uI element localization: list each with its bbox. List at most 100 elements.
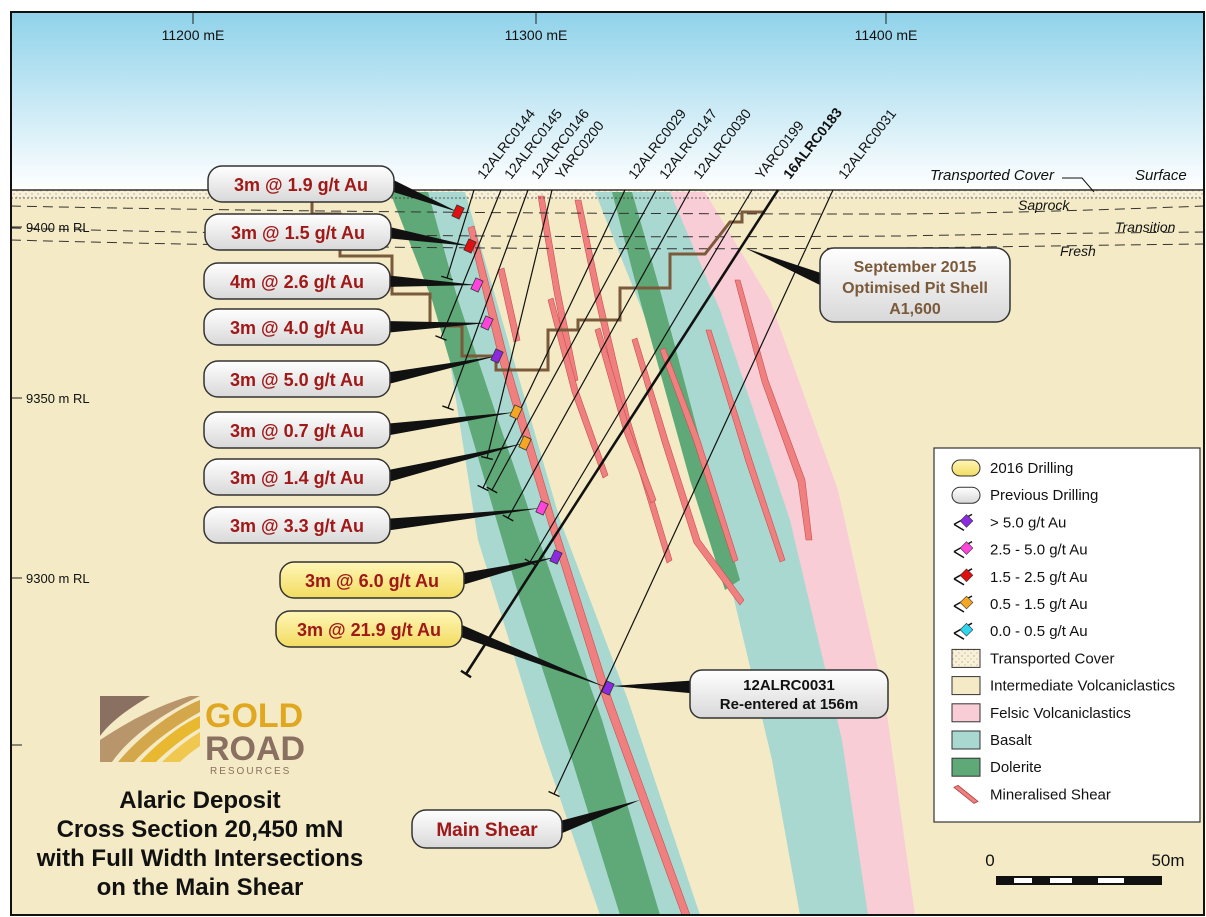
logo-mark-icon	[100, 696, 200, 762]
rl-label: 9400 m RL	[26, 220, 90, 235]
legend-label: Mineralised Shear	[990, 786, 1111, 803]
scale-bar-segment	[1014, 878, 1032, 883]
grade-marker-icon	[463, 238, 477, 254]
legend-label: Dolerite	[990, 759, 1042, 776]
intercept-callout-previous	[203, 411, 391, 449]
drillhole-end-tick	[481, 455, 493, 461]
shear-lens	[497, 267, 521, 343]
legend-hole-tick	[953, 632, 965, 640]
legend-label: 1.5 - 2.5 g/t Au	[990, 569, 1088, 586]
grade-marker-icon	[601, 680, 615, 696]
title-line2: Cross Section 20,450 mN	[57, 816, 344, 843]
legend-swatch	[951, 703, 981, 723]
main-shear-leader	[556, 800, 640, 834]
shear-lens	[594, 327, 657, 504]
title-line3: with Full Width Intersections	[36, 845, 363, 872]
legend-previous-drilling-swatch	[951, 486, 981, 504]
legend-swatch	[951, 730, 981, 750]
shear-lens	[705, 329, 786, 563]
pit-shell-line1: September 2015	[854, 259, 977, 276]
logo-word-gold: GOLD	[205, 697, 303, 735]
pit-shell-callout: September 2015 Optimised Pit Shell A1,60…	[745, 247, 1011, 323]
drillhole-trace	[464, 189, 780, 675]
drillhole-end-tick	[442, 405, 454, 411]
figure-title: Alaric Deposit Cross Section 20,450 mN w…	[36, 787, 363, 901]
intercept-label: 3m @ 1.5 g/t Au	[231, 223, 365, 243]
legend-swatch	[951, 648, 981, 668]
reentry-callout: 12ALRC0031 Re-entered at 156m	[612, 669, 889, 719]
logo-word-road: ROAD	[205, 730, 305, 768]
easting-label: 11300 mE	[505, 27, 568, 43]
intercept-leader	[385, 178, 458, 212]
shear-lens	[659, 347, 739, 563]
drillhole-end-tick	[460, 669, 472, 679]
legend-hole-tick	[953, 578, 965, 586]
legend-label: > 5.0 g/t Au	[990, 514, 1066, 531]
title-line1: Alaric Deposit	[119, 787, 280, 814]
shear-lens	[537, 195, 579, 383]
legend-grade-diamond-icon	[959, 541, 974, 555]
shear-lens	[631, 337, 745, 606]
scale-bar: 0 50m	[985, 851, 1185, 885]
scale-left-label: 0	[985, 851, 994, 870]
grade-marker-icon	[535, 500, 549, 516]
legend-label: Previous Drilling	[990, 487, 1098, 504]
intercept-callout-previous	[207, 165, 395, 203]
transition-label: Transition	[1115, 219, 1176, 235]
main-shear-box	[411, 809, 563, 849]
scale-bar-outline	[996, 876, 1162, 885]
drillhole-trace	[482, 189, 626, 489]
scale-bar-segment	[1050, 878, 1072, 883]
legend-hole-tick	[953, 605, 965, 613]
intercept-label: 3m @ 5.0 g/t Au	[230, 370, 364, 390]
drillhole-trace	[553, 189, 834, 795]
drillhole-trace	[491, 189, 657, 491]
intercept-callout-previous	[203, 458, 391, 496]
legend-label: 0.5 - 1.5 g/t Au	[990, 596, 1088, 613]
legend-hole-tick	[953, 523, 965, 532]
legend-grade-diamond-icon	[959, 622, 974, 637]
dolerite-band	[390, 192, 660, 915]
legend-hole-tick	[953, 550, 965, 559]
shear-lens	[734, 279, 813, 541]
drillhole-end-tick	[441, 275, 453, 281]
intercept-label: 3m @ 0.7 g/t Au	[230, 421, 364, 441]
legend-label: Basalt	[990, 732, 1033, 749]
legend-label: Felsic Volcaniclastics	[990, 705, 1131, 722]
shear-lens	[547, 297, 609, 479]
saprock-boundary	[10, 205, 1205, 215]
drillhole-end-tick	[486, 486, 498, 494]
reentry-line2: Re-entered at 156m	[720, 696, 858, 713]
legend-swatch	[951, 757, 981, 777]
reentry-line1: 12ALRC0031	[743, 677, 835, 694]
easting-label: 11400 mE	[855, 27, 918, 43]
grade-marker-icon	[509, 404, 523, 420]
intercept-callout-previous	[204, 213, 392, 251]
intercept-leader	[456, 557, 556, 586]
drillhole-trace	[486, 189, 553, 459]
main-shear-label: Main Shear	[436, 820, 538, 841]
title-line4: on the Main Shear	[97, 874, 304, 901]
legend-label: 2016 Drilling	[990, 460, 1073, 477]
grade-marker-icon	[470, 277, 484, 293]
pit-shell-leader	[745, 248, 830, 290]
legend-grade-diamond-icon	[959, 595, 974, 610]
intercept-leader	[382, 356, 497, 385]
fresh-boundary	[10, 239, 1205, 250]
grade-marker-icon	[451, 204, 465, 220]
legend-swatch	[951, 676, 981, 696]
rl-label: 9300 m RL	[26, 571, 90, 586]
intercept-label: 3m @ 1.9 g/t Au	[234, 175, 368, 195]
drillhole-end-tick	[548, 790, 560, 798]
grade-marker-icon	[518, 435, 532, 451]
figure-frame	[10, 11, 1205, 916]
main-shear-zone	[467, 225, 691, 915]
transported-cover-label: Transported Cover	[930, 167, 1055, 184]
legend-shear-icon	[953, 784, 979, 804]
intercept-leaders	[382, 178, 608, 688]
grade-marker-icon	[549, 549, 563, 565]
gold-road-logo: GOLD ROAD RESOURCES	[100, 696, 305, 777]
